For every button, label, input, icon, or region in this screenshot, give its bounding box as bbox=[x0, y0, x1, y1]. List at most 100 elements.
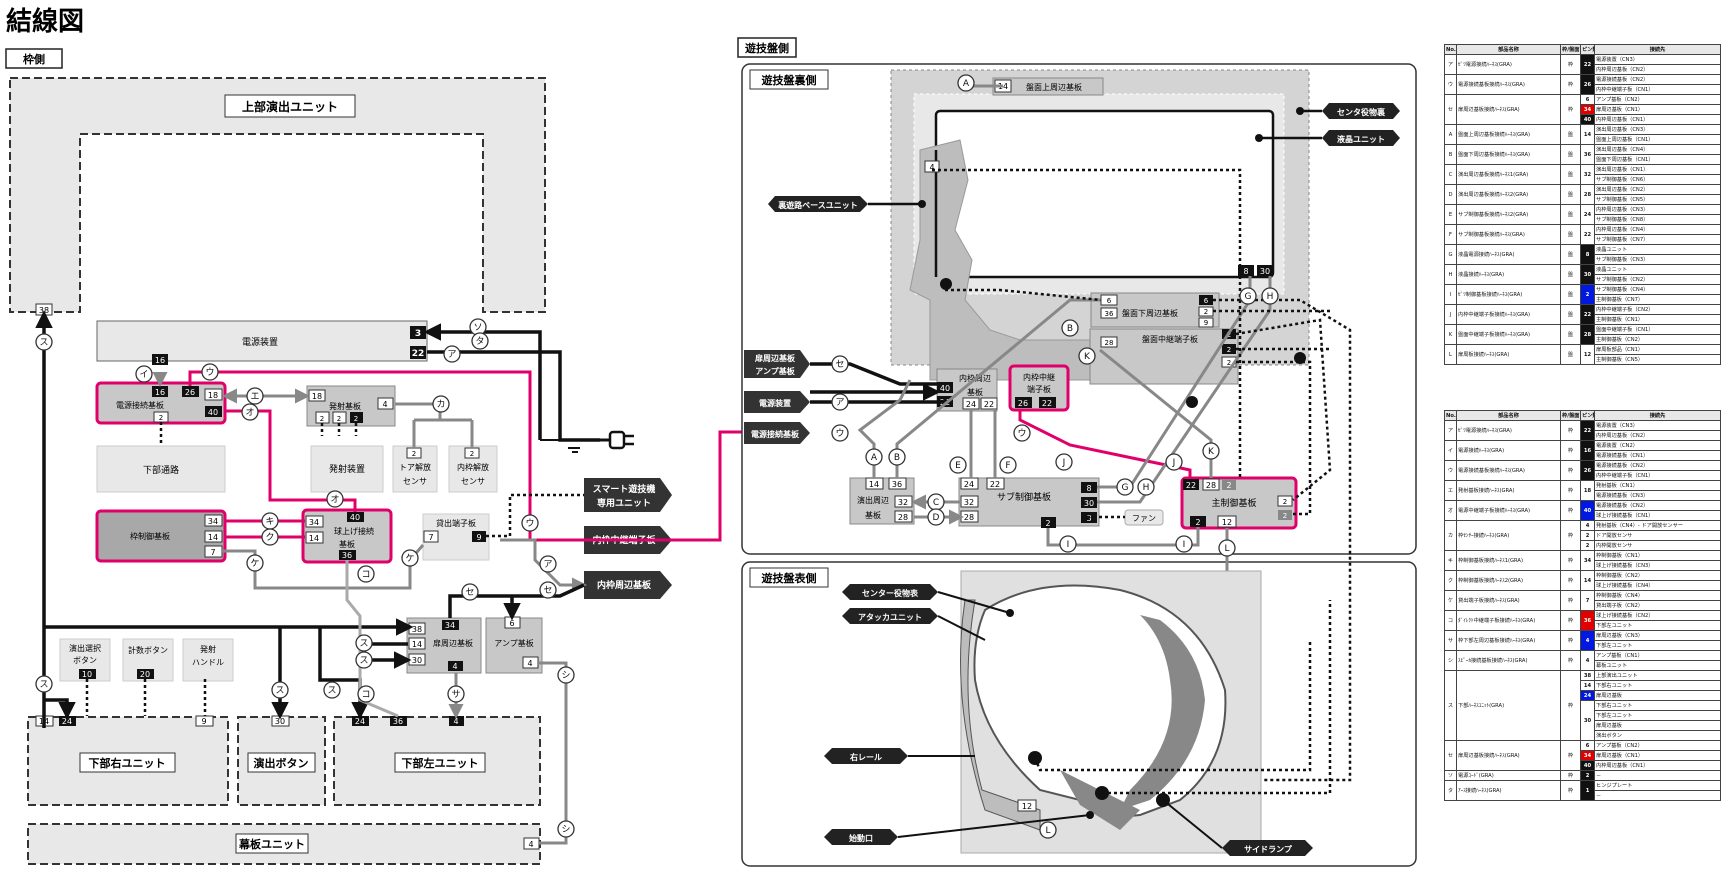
pin-18: 18 bbox=[208, 391, 218, 400]
table-cell: 6 bbox=[1580, 740, 1595, 751]
table-cell: ク bbox=[1444, 570, 1457, 591]
marker-a: ア bbox=[447, 350, 456, 360]
column-header: 枠/盤面 bbox=[1560, 410, 1581, 421]
table-cell: 枠ｾﾝｻｰ接続ﾊｰﾈｽ(GRA) bbox=[1456, 520, 1561, 551]
pin-20: 20 bbox=[140, 670, 150, 679]
table-cell: 30 bbox=[1580, 264, 1595, 285]
table-cell: 球上げ接続基板（CN1） bbox=[1594, 510, 1721, 521]
attacker-tag bbox=[842, 608, 938, 624]
table-cell: コ bbox=[1444, 610, 1457, 631]
table-cell: 枠 bbox=[1560, 480, 1581, 501]
power-plug-icon bbox=[585, 430, 634, 450]
pin-40: 40 bbox=[208, 408, 218, 417]
table-cell: ｾﾞﾂ電源接続ﾊｰﾈｽ(GRA) bbox=[1456, 54, 1561, 75]
marker-G2: G bbox=[1122, 483, 1129, 493]
table-cell: 枠 bbox=[1560, 550, 1581, 571]
lower-path-label: 下部通路 bbox=[143, 464, 179, 476]
table-cell: 扉周辺基板接続ﾊｰﾈｽ(GRA) bbox=[1456, 94, 1561, 125]
table-cell: F bbox=[1444, 224, 1457, 245]
table-cell: 枠 bbox=[1560, 460, 1581, 481]
table-cell: 枠 bbox=[1560, 570, 1581, 591]
inner-periph-board-label-2: 基板 bbox=[967, 387, 983, 397]
pin-2f: 2 bbox=[470, 450, 474, 458]
table-cell: ケ bbox=[1444, 590, 1457, 611]
marker-ke: ケ bbox=[250, 558, 259, 569]
marker-I2: I bbox=[1183, 540, 1186, 550]
marker-u4: ウ bbox=[1017, 428, 1026, 439]
center-back-tag bbox=[1322, 103, 1400, 119]
pin-14c: 14 bbox=[412, 640, 422, 649]
base-unit-tag bbox=[768, 196, 868, 212]
marker-B: B bbox=[1067, 324, 1073, 334]
marker-ka: カ bbox=[436, 399, 445, 410]
pin-9b: 9 bbox=[201, 717, 206, 726]
marker-su2: ス bbox=[359, 639, 368, 649]
table-cell: キ bbox=[1444, 550, 1457, 571]
table-cell: 盤 bbox=[1560, 244, 1581, 265]
table-cell: イ bbox=[1444, 440, 1457, 461]
pin-36: 36 bbox=[342, 551, 352, 560]
table-cell: ｽﾋﾟｰｶ接続基板接続ﾊｰﾈｽ(GRA) bbox=[1456, 650, 1561, 671]
pin-36c: 36 bbox=[1105, 310, 1114, 318]
board-back-label: 遊技盤裏側 bbox=[762, 73, 817, 87]
table-cell: 扉周辺基板（CN1） bbox=[1594, 750, 1721, 761]
inner-relay-label-2: 端子板 bbox=[1027, 384, 1051, 394]
table-cell: 内枠開放センサ bbox=[1594, 540, 1721, 551]
column-header: 部品名称 bbox=[1456, 44, 1561, 55]
table-cell: 演出周辺基板（CN3） bbox=[1594, 124, 1721, 135]
marker-se: セ bbox=[543, 585, 552, 596]
marker-u2: ウ bbox=[525, 518, 534, 529]
marker-su5: ス bbox=[275, 686, 284, 696]
effect-periph-label-2: 基板 bbox=[865, 510, 881, 520]
table-cell: 演出周辺基板接続ﾊｰﾈｽ1(GRA) bbox=[1456, 164, 1561, 185]
frame-section-label: 枠側 bbox=[23, 52, 45, 66]
table-cell: J bbox=[1444, 304, 1457, 325]
table-cell: 上部演出ユニット bbox=[1594, 670, 1721, 681]
table-cell: 盤 bbox=[1560, 284, 1581, 305]
table-cell: 盤 bbox=[1560, 144, 1581, 165]
table-cell: 枠 bbox=[1560, 420, 1581, 441]
marker-A2: A bbox=[871, 453, 878, 463]
power-relay-label: 電源接続基板 bbox=[116, 400, 164, 410]
marker-J2: J bbox=[1172, 458, 1176, 468]
table-cell: 下部左ユニット bbox=[1594, 640, 1721, 651]
center-front-label: センター役物表 bbox=[862, 588, 919, 598]
table-cell: 内枠周辺基板（CN1） bbox=[1594, 760, 1721, 771]
table-cell: 下部左ユニット bbox=[1594, 620, 1721, 631]
table-cell: ｾﾞﾂ制御基板接続ﾊｰﾈｽ(GRA) bbox=[1456, 284, 1561, 305]
pin-24: 24 bbox=[62, 717, 72, 726]
pin-18b: 18 bbox=[312, 392, 322, 401]
table-cell: 34 bbox=[1580, 750, 1595, 761]
effect-btn-label: 演出ボタン bbox=[254, 756, 309, 770]
marker-H2: H bbox=[1143, 483, 1150, 493]
table-cell: ﾀﾞｲﾚｸﾄ中継端子板接続ﾊｰﾈｽ(GRA) bbox=[1456, 610, 1561, 631]
table-cell: 電源中継端子板接続ﾊｰﾈｽ(GRA) bbox=[1456, 500, 1561, 521]
table-cell: 電源装置（CN3） bbox=[1594, 420, 1721, 431]
table-cell: 内枠中継端子板（CN2） bbox=[1594, 304, 1721, 315]
table-cell: ス bbox=[1444, 670, 1457, 741]
table-cell: 40 bbox=[1580, 114, 1595, 125]
table-cell: 枠 bbox=[1560, 740, 1581, 771]
pin-2d: 2 bbox=[354, 415, 358, 423]
pin-2m: 2 bbox=[1283, 498, 1287, 506]
marker-so: ソ bbox=[473, 323, 482, 333]
count-btn-label: 計数ボタン bbox=[128, 645, 168, 655]
table-cell: シ bbox=[1444, 650, 1457, 671]
pin-4f: 4 bbox=[929, 163, 934, 172]
inner-relay-label-1: 内枠中継 bbox=[1023, 372, 1055, 382]
sensor-label-2: センサ bbox=[461, 477, 485, 486]
pin-6b: 6 bbox=[1107, 297, 1112, 305]
table-cell: 38 bbox=[1580, 670, 1595, 681]
marker-shi: シ bbox=[561, 671, 570, 681]
